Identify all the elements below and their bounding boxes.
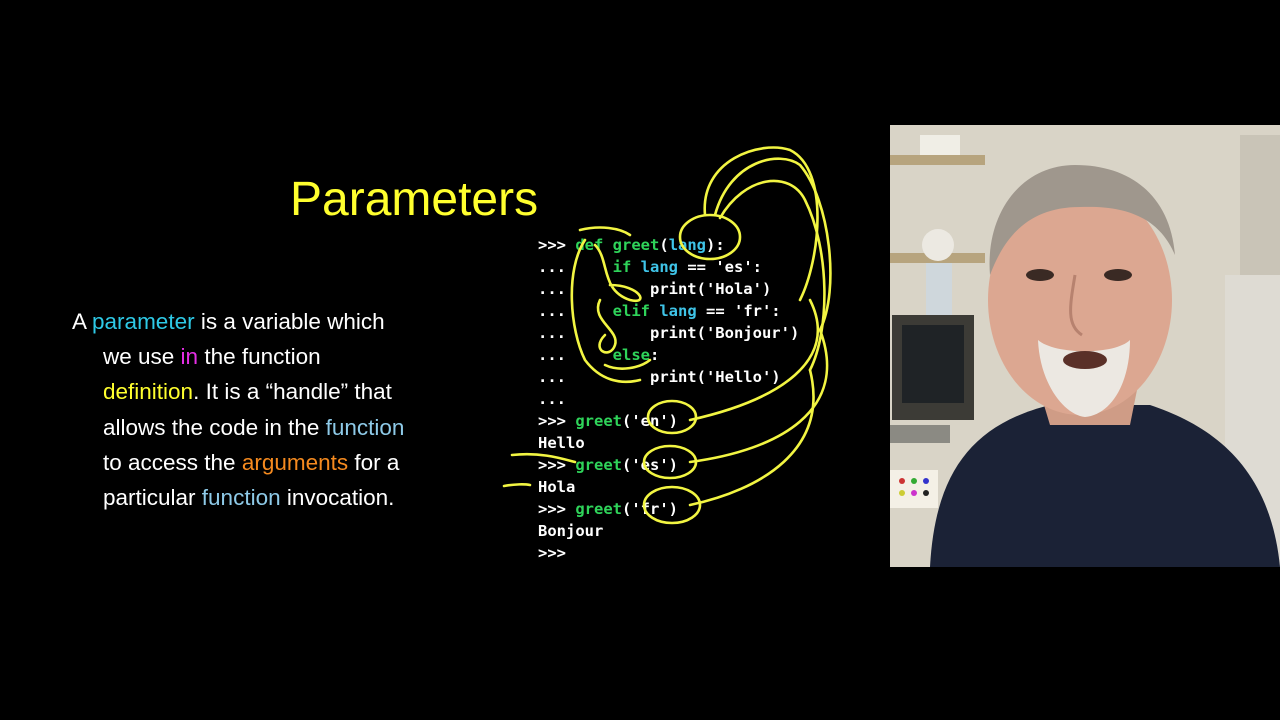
code-token: >>> (538, 500, 576, 518)
code-token: if (612, 258, 632, 276)
code-line: ... else: (538, 344, 799, 366)
paragraph-segment: to access the (103, 449, 242, 475)
paragraph-segment: particular (103, 485, 202, 511)
code-line: Hola (538, 476, 799, 498)
presenter-webcam-image (890, 125, 1280, 567)
code-token: >>> (538, 236, 576, 254)
python-code-block: >>> def greet(lang):... if lang == 'es':… (538, 234, 799, 564)
code-token: ('en') (622, 412, 678, 430)
code-token: def (575, 236, 604, 254)
code-token: elif (612, 302, 650, 320)
code-token: Hola (538, 478, 576, 496)
code-line: ... (538, 388, 799, 410)
code-line: ... print('Hola') (538, 278, 799, 300)
code-token: >>> (538, 456, 576, 474)
code-token: ('fr') (622, 500, 678, 518)
code-token: lang (668, 236, 707, 254)
paragraph-segment: function (325, 414, 405, 440)
code-token: greet (575, 412, 622, 430)
paragraph-line: definition. It is a “handle” that (72, 374, 472, 409)
code-line: Bonjour (538, 520, 799, 542)
code-token: Hello (538, 434, 585, 452)
code-token: lang (659, 302, 697, 320)
es-arrow-stroke-2 (502, 483, 532, 488)
code-token (631, 258, 640, 276)
code-token (650, 302, 659, 320)
code-token: else (612, 346, 650, 364)
paragraph-segment: is a variable which (194, 309, 385, 334)
code-line: >>> def greet(lang): (538, 234, 799, 256)
code-token: >>> (538, 544, 566, 562)
paragraph-segment: definition (103, 379, 194, 405)
code-line: ... print('Hello') (538, 366, 799, 388)
paragraph-segment: function (201, 485, 281, 511)
paragraph-segment: for a (348, 449, 400, 475)
code-token: == 'es': (678, 258, 762, 276)
paragraph-line: A parameter is a variable which (72, 304, 472, 339)
paragraph-segment: in (180, 344, 199, 370)
code-token: greet (612, 236, 660, 254)
code-token: ... print('Hello') (538, 368, 781, 386)
code-line: >>> greet('en') (538, 410, 799, 432)
code-line: >>> greet('fr') (538, 498, 799, 520)
paragraph-segment: we use (103, 344, 181, 370)
paragraph-segment: arguments (241, 449, 349, 475)
code-token: ('es') (622, 456, 678, 474)
code-token: >>> (538, 412, 576, 430)
paragraph-line: we use in the function (72, 339, 472, 374)
code-token: == 'fr': (696, 302, 781, 320)
code-token: ): (706, 236, 725, 254)
code-token: ... print('Hola') (538, 280, 772, 298)
paragraph-segment: . It is a “handle” that (193, 379, 392, 405)
code-token: greet (575, 456, 622, 474)
code-token: ... (538, 390, 566, 408)
presenter-webcam (890, 125, 1280, 567)
code-line: Hello (538, 432, 799, 454)
code-line: ... elif lang == 'fr': (538, 300, 799, 322)
code-token: ( (659, 236, 669, 254)
code-token: ... print('Bonjour') (538, 324, 800, 342)
paragraph-segment: invocation. (280, 485, 395, 511)
paragraph-segment: A (72, 309, 93, 334)
paragraph-line: allows the code in the function (72, 410, 472, 445)
code-line: >>> greet('es') (538, 454, 799, 476)
slide-title: Parameters (290, 173, 539, 226)
paragraph-segment: allows the code in the (103, 414, 326, 440)
code-token: ... (538, 302, 613, 320)
code-token: : (649, 346, 660, 364)
code-token: greet (575, 500, 622, 518)
code-line: >>> (538, 542, 799, 564)
code-token (603, 236, 612, 254)
code-token: Bonjour (538, 522, 604, 540)
paragraph-line: to access the arguments for a (72, 445, 472, 480)
paragraph-segment: the function (198, 344, 321, 370)
code-token: ... (538, 258, 613, 276)
paragraph-line: particular function invocation. (72, 480, 472, 515)
paragraph-segment: parameter (92, 309, 195, 334)
code-token: lang (640, 258, 678, 276)
code-line: ... if lang == 'es': (538, 256, 799, 278)
code-line: ... print('Bonjour') (538, 322, 799, 344)
code-token: ... (538, 346, 613, 364)
